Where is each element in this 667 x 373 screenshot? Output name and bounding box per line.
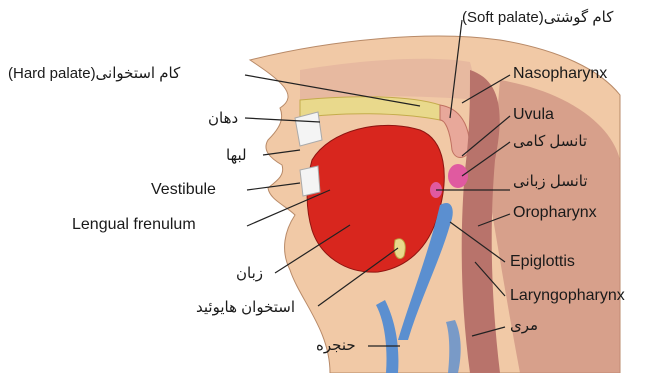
upper-teeth <box>295 112 322 146</box>
hyoid-bone-shape <box>394 239 405 259</box>
label-lingual-frenulum: Lengual frenulum <box>72 217 196 233</box>
label-oropharynx: Oropharynx <box>513 205 597 221</box>
label-larynx: حنجره <box>316 338 356 353</box>
label-soft-palate: کام گوشتی(Soft palate) <box>462 10 613 25</box>
label-laryngopharynx: Laryngopharynx <box>510 288 625 304</box>
label-vestibule: Vestibule <box>151 182 216 198</box>
label-hard-palate: کام استخوانی(Hard palate) <box>8 66 180 81</box>
label-epiglottis: Epiglottis <box>510 254 575 270</box>
palatine-tonsil-shape <box>448 164 468 188</box>
label-nasopharynx: Nasopharynx <box>513 66 607 82</box>
label-esophagus: مری <box>510 318 538 333</box>
label-mouth: دهان <box>208 111 238 126</box>
label-lips: لبها <box>226 148 247 163</box>
label-hyoid-bone: استخوان هایوئید <box>196 300 295 315</box>
label-palatine-tonsil: تانسل کامی <box>513 134 587 149</box>
label-tongue: زبان <box>236 266 263 281</box>
label-uvula: Uvula <box>513 107 554 123</box>
label-lingual-tonsil: تانسل زبانی <box>513 174 588 189</box>
lower-teeth <box>300 166 320 196</box>
